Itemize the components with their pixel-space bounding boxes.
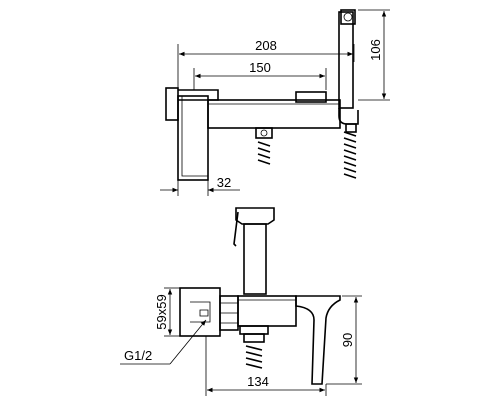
front-view: [179, 207, 341, 385]
top-view: [165, 9, 359, 181]
top-dimensions: 208 150 106 32: [160, 9, 390, 196]
front-dimensions: 59x59 G1/2 90 134: [120, 287, 362, 396]
dim-flange-size: 59x59: [154, 294, 169, 329]
top-inlet: [255, 127, 273, 139]
dim-height: 90: [340, 333, 355, 347]
top-shower-hose: [343, 131, 357, 179]
front-shower-head: [235, 207, 275, 225]
top-spout: [207, 99, 341, 129]
dim-body-width: 150: [249, 60, 271, 75]
top-right-flange: [295, 91, 327, 103]
front-inlet-hose: [245, 345, 263, 369]
top-inlet-hose: [257, 141, 271, 165]
dim-holder-height: 106: [368, 39, 383, 61]
top-shower-head: [340, 9, 356, 25]
dim-flange-depth: 32: [217, 175, 231, 190]
top-lever: [178, 89, 219, 101]
front-inlet: [243, 333, 265, 343]
top-body: [177, 95, 209, 181]
front-lever: [295, 295, 341, 385]
top-flange-plate: [165, 87, 179, 121]
dim-thread: G1/2: [124, 348, 152, 363]
front-shower-holder: [243, 223, 267, 295]
front-body: [237, 295, 297, 327]
dim-length: 134: [247, 374, 269, 389]
top-shower-holder: [338, 11, 354, 109]
dim-overall-width: 208: [255, 38, 277, 53]
